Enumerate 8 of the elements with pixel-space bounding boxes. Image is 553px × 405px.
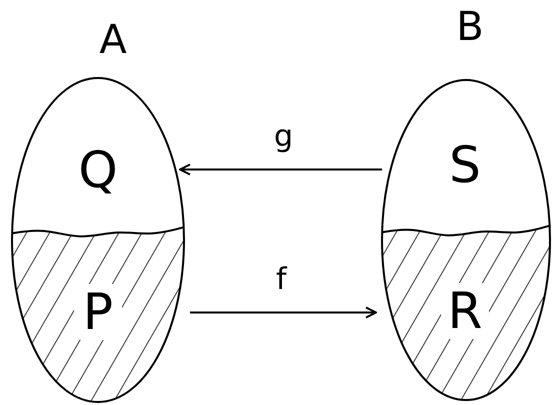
subset-letter: Q [77, 142, 119, 198]
subset-letter: P [74, 284, 122, 340]
subset-letter: R [441, 283, 489, 339]
set-title: B [455, 5, 485, 49]
subset-letter: S [448, 137, 482, 193]
set-title: A [98, 18, 128, 62]
arrow [179, 164, 382, 176]
arrow [190, 306, 377, 318]
